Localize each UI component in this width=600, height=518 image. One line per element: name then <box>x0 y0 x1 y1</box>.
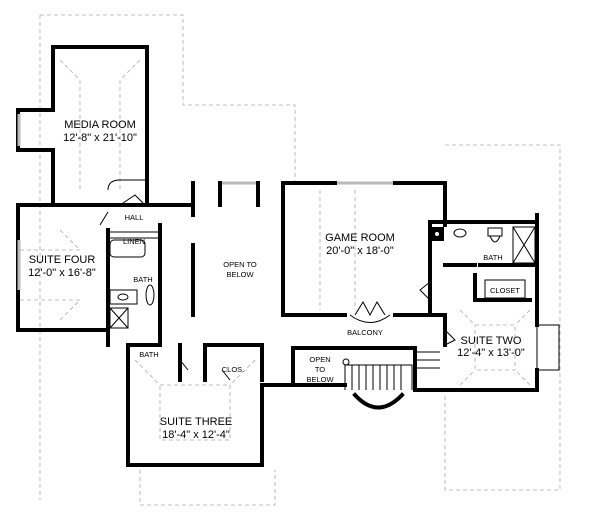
open-to-below-upper-line2: BELOW <box>226 270 254 279</box>
stairs <box>342 351 440 410</box>
windows <box>17 114 560 371</box>
walls <box>16 45 539 467</box>
suite-four-size: 12'-0" x 16'-8" <box>28 267 96 279</box>
game-room-name: GAME ROOM <box>325 232 395 244</box>
hall-label: HALL <box>125 213 144 222</box>
bath-suite-two-label: BATH <box>483 253 502 262</box>
room-labels: MEDIA ROOM 12'-8" x 21'-10" SUITE FOUR 1… <box>28 119 525 441</box>
toilet-icon <box>145 284 155 306</box>
suite-two-name: SUITE TWO <box>461 335 522 347</box>
clos-label: CLOS. <box>222 365 245 374</box>
roof-outline <box>20 14 561 506</box>
media-room-name: MEDIA ROOM <box>64 119 136 131</box>
sink-icon <box>109 289 138 305</box>
game-room-size: 20'-0" x 18'-0" <box>326 245 394 257</box>
bathtub-icon <box>109 239 146 258</box>
shower-icon <box>109 307 129 329</box>
open-to-below-lower-line1: OPEN <box>309 355 330 364</box>
bath-suite-three-label: BATH <box>139 350 158 359</box>
balcony-label: BALCONY <box>347 328 383 337</box>
toilet-icon <box>487 227 503 243</box>
suite-three-name: SUITE THREE <box>160 416 233 428</box>
bath-suite-four-label: BATH <box>133 275 152 284</box>
suite-three-size: 18'-4" x 12'-4" <box>162 429 230 441</box>
closet-label: CLOSET <box>490 286 520 295</box>
suite-four-name: SUITE FOUR <box>29 254 96 266</box>
sink-icon <box>453 228 467 238</box>
linen-label: LINEN <box>123 237 145 246</box>
shower-icon <box>512 226 536 264</box>
suite-two-size: 12'-4" x 13'-0" <box>457 347 525 359</box>
open-to-below-upper-line1: OPEN TO <box>223 260 257 269</box>
media-room-size: 12'-8" x 21'-10" <box>63 132 137 144</box>
open-to-below-lower-line2: TO <box>315 365 325 374</box>
doors <box>99 179 456 381</box>
fixtures <box>107 226 536 329</box>
open-to-below-lower-line3: BELOW <box>306 375 334 384</box>
